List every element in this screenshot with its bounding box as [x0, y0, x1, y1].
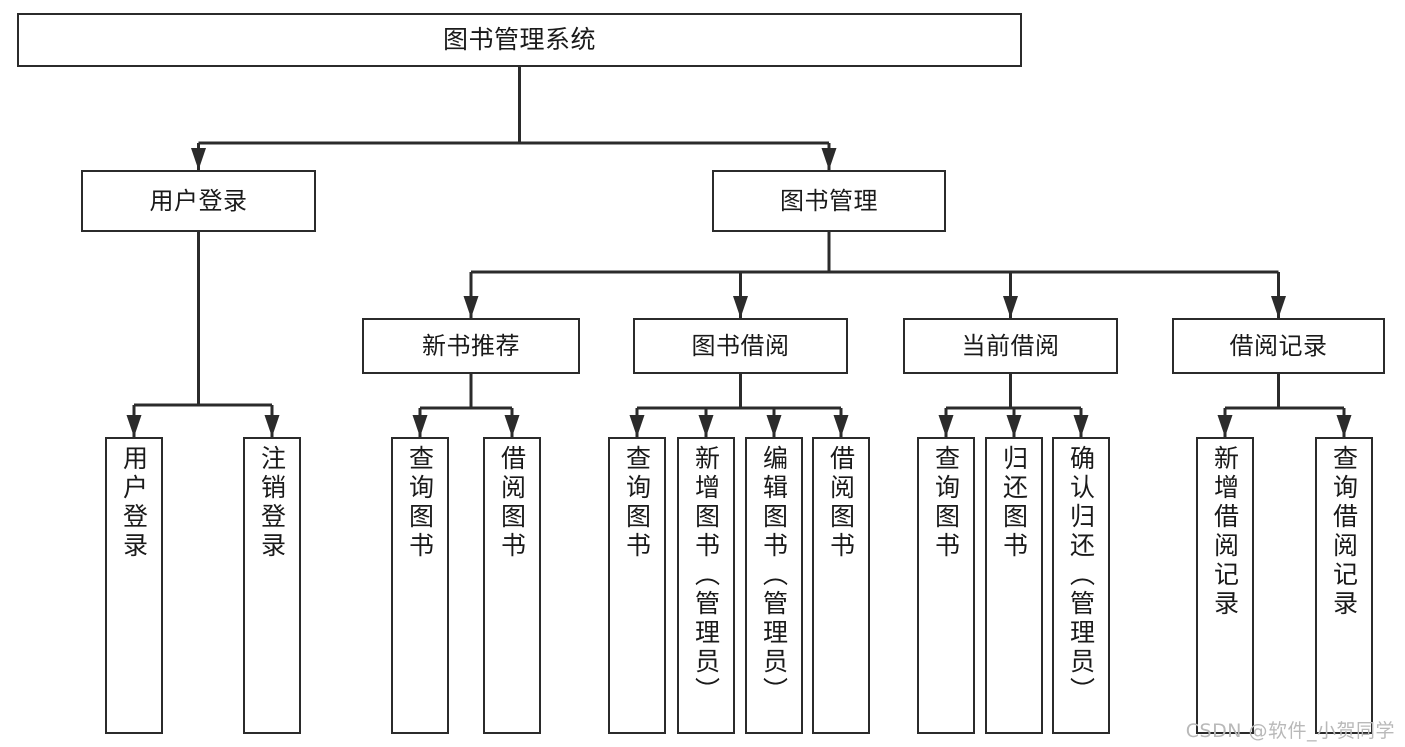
- node-label-leaf-query-book-1: 查询图书: [405, 445, 435, 561]
- node-leaf-edit-book: 编辑图书（管理员）: [745, 437, 803, 734]
- node-leaf-query-book-3: 查询图书: [917, 437, 975, 734]
- node-label-new-book-recommend: 新书推荐: [422, 331, 520, 360]
- node-label-leaf-confirm-return: 确认归还（管理员）: [1066, 445, 1096, 706]
- node-label-book-management: 图书管理: [780, 186, 878, 215]
- node-label-user-login: 用户登录: [149, 186, 248, 215]
- node-label-leaf-query-book-2: 查询图书: [622, 445, 652, 561]
- node-leaf-add-book: 新增图书（管理员）: [677, 437, 735, 734]
- node-leaf-query-book-1: 查询图书: [391, 437, 449, 734]
- node-label-leaf-return-book: 归还图书: [999, 445, 1029, 561]
- node-leaf-user-login: 用户登录: [105, 437, 163, 734]
- node-label-leaf-edit-book: 编辑图书（管理员）: [759, 445, 789, 706]
- node-leaf-confirm-return: 确认归还（管理员）: [1052, 437, 1110, 734]
- node-book-management: 图书管理: [712, 170, 946, 232]
- node-leaf-user-logout: 注销登录: [243, 437, 301, 734]
- node-label-leaf-query-record: 查询借阅记录: [1329, 445, 1359, 619]
- node-label-leaf-add-record: 新增借阅记录: [1210, 445, 1240, 619]
- node-leaf-return-book: 归还图书: [985, 437, 1043, 734]
- node-label-root: 图书管理系统: [442, 25, 596, 54]
- node-label-leaf-borrow-book-1: 借阅图书: [497, 445, 527, 561]
- node-root: 图书管理系统: [17, 13, 1022, 67]
- node-book-borrow: 图书借阅: [633, 318, 848, 374]
- node-leaf-borrow-book-1: 借阅图书: [483, 437, 541, 734]
- node-label-leaf-borrow-book-2: 借阅图书: [826, 445, 856, 561]
- node-leaf-query-record: 查询借阅记录: [1315, 437, 1373, 734]
- node-label-leaf-user-login: 用户登录: [119, 445, 149, 561]
- node-label-current-borrow: 当前借阅: [961, 331, 1060, 360]
- node-borrow-record: 借阅记录: [1172, 318, 1385, 374]
- node-label-leaf-query-book-3: 查询图书: [931, 445, 961, 561]
- node-label-book-borrow: 图书借阅: [691, 331, 790, 360]
- node-label-leaf-user-logout: 注销登录: [257, 445, 287, 561]
- node-new-book-recommend: 新书推荐: [362, 318, 580, 374]
- node-label-borrow-record: 借阅记录: [1229, 331, 1328, 360]
- node-current-borrow: 当前借阅: [903, 318, 1118, 374]
- node-leaf-borrow-book-2: 借阅图书: [812, 437, 870, 734]
- node-leaf-query-book-2: 查询图书: [608, 437, 666, 734]
- node-label-leaf-add-book: 新增图书（管理员）: [691, 445, 721, 706]
- node-leaf-add-record: 新增借阅记录: [1196, 437, 1254, 734]
- node-user-login: 用户登录: [81, 170, 316, 232]
